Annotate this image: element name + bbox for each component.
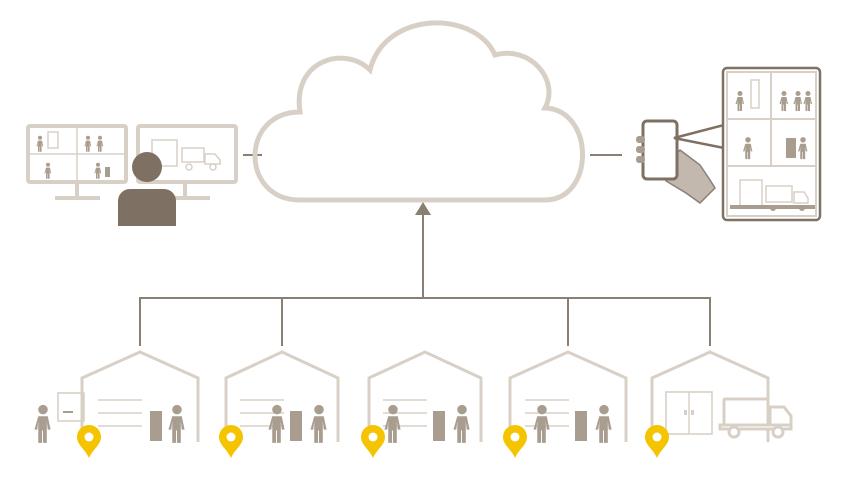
location-pin-icon (503, 425, 527, 458)
location-pin-icon (361, 425, 385, 458)
connector-lines (139, 154, 711, 346)
cloud-icon (252, 20, 585, 203)
site-1 (34, 350, 200, 458)
location-pin-icon (645, 425, 669, 458)
site-5 (645, 350, 793, 458)
arrow-up-icon (415, 202, 431, 215)
truck-icon (718, 397, 793, 439)
site-3 (361, 350, 483, 458)
monitor-left (26, 124, 128, 200)
mobile-viewer (636, 66, 822, 222)
location-pin-icon (219, 425, 243, 458)
site-4 (503, 350, 628, 458)
location-pin-icon (77, 425, 101, 458)
operator-workstation (26, 124, 238, 226)
site-2 (219, 350, 340, 458)
phone-icon (641, 119, 679, 181)
operator-user-icon (118, 152, 176, 226)
